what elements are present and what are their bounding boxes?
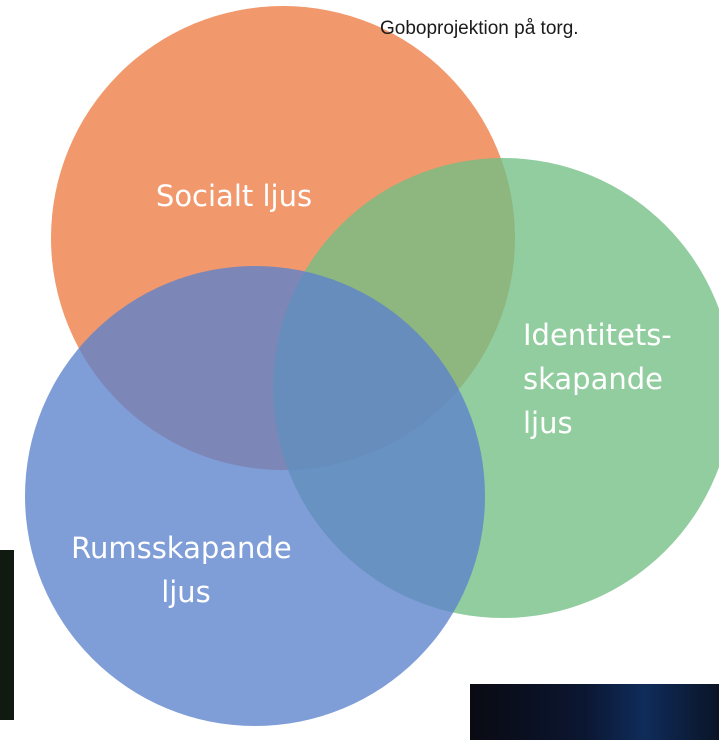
caption: Goboprojektion på torg. [380, 18, 579, 39]
label-identity-light: Identitets- skapande ljus [523, 318, 681, 440]
label-space-light: Rumsskapande ljus [71, 531, 301, 609]
label-identity-line-3: ljus [523, 406, 573, 440]
background-photo-right [470, 684, 719, 740]
label-identity-line-2: skapande [523, 362, 663, 396]
label-social-light: Socialt ljus [156, 179, 312, 213]
label-space-line-1: Rumsskapande [71, 531, 292, 565]
label-social-line-1: Socialt ljus [156, 179, 312, 213]
circle-space-light [25, 266, 485, 726]
label-identity-line-1: Identitets- [523, 318, 672, 352]
background-photo-left [0, 550, 14, 720]
label-space-line-2: ljus [161, 575, 211, 609]
